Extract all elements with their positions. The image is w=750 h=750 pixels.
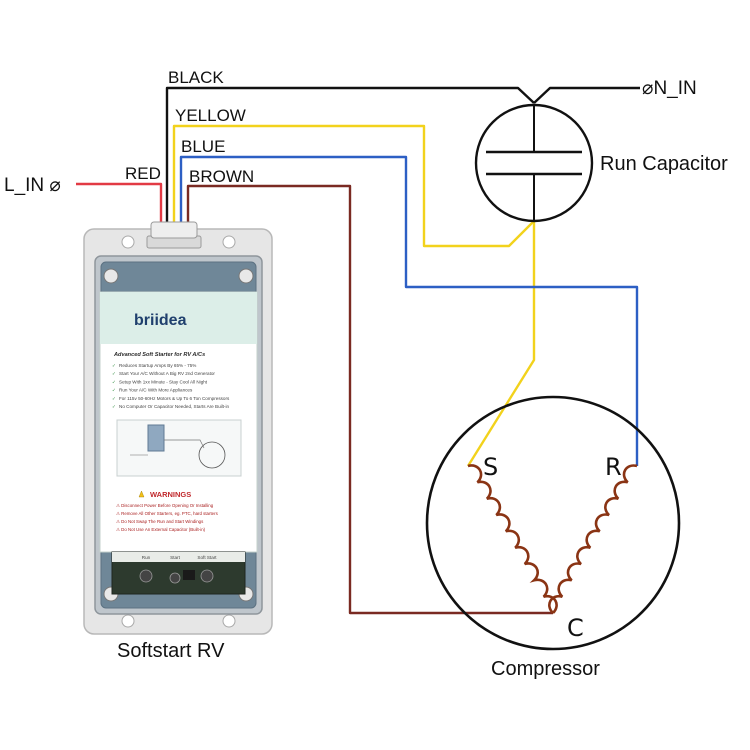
red-wire [76, 182, 163, 230]
device-caption: Softstart RV [117, 640, 225, 662]
blue-wire [179, 155, 639, 466]
mini-compressor-icon [198, 441, 226, 469]
feature-item: Run Your A/C With More Appliances [119, 388, 193, 393]
mount-hole-bl [121, 614, 135, 628]
feature-item: Setup With 1xx Minute - Stay Cool All Ni… [119, 379, 208, 384]
screw-tl [103, 268, 119, 284]
mini-schematic [116, 419, 242, 477]
warnings-title: WARNINGS [150, 490, 191, 499]
s-winding-coil [467, 464, 558, 614]
black-wire-to-n-in [533, 86, 640, 104]
n-in-label: ⌀N_IN [642, 78, 697, 99]
board-label: Start [170, 555, 180, 560]
board-label: Soft Start [197, 555, 217, 560]
board-component [183, 570, 195, 580]
feature-check-icon: ✓ [112, 379, 116, 384]
compressor-terminal-c: C [567, 614, 584, 642]
mount-hole-br [222, 614, 236, 628]
device-title: Advanced Soft Starter for RV A/Cs [113, 352, 205, 358]
feature-item: For 115v 50-60Hz Motors & Up To 6 Ton Co… [119, 396, 230, 401]
yellow-wire-to-s [466, 221, 536, 467]
feature-check-icon: ✓ [112, 388, 116, 393]
yellow-wire [172, 124, 535, 248]
label-header [100, 292, 257, 344]
mini-wires [164, 439, 205, 449]
black-wire-label: BLACK [168, 68, 224, 87]
warning-item: ⚠ Disconnect Power Before Opening Or Ins… [116, 503, 214, 508]
cable-gland-body [150, 221, 198, 239]
feature-list: ✓Reduces Startup Amps By 65% - 75%✓Start… [112, 363, 230, 409]
brown-wire [186, 184, 553, 615]
board-labels: Run Start Soft Start [142, 555, 218, 560]
board-potentiometer-1 [139, 569, 153, 583]
warning-item: ⚠ Do Not Swap The Run and Start Windings [116, 519, 204, 524]
feature-item: Start Your A/C Without A Big RV 2nd Gene… [119, 371, 215, 376]
feature-item: Reduces Startup Amps By 65% - 75% [119, 363, 196, 368]
compressor-outline [425, 395, 681, 651]
board-potentiometer-2 [169, 572, 181, 584]
l-in-label: L_IN ⌀ [4, 175, 61, 196]
warning-icon [138, 490, 145, 498]
wires [76, 86, 640, 615]
warning-item: ⚠ Do Not Use An External Capacitor (Buil… [116, 527, 206, 532]
brown-wire-label: BROWN [189, 167, 254, 186]
compressor-terminal-r: R [605, 453, 622, 481]
yellow-wire-label: YELLOW [175, 106, 246, 125]
red-wire-label: RED [125, 164, 161, 183]
board-potentiometer-3 [200, 569, 214, 583]
feature-check-icon: ✓ [112, 404, 116, 409]
board-label: Run [142, 555, 151, 560]
run-capacitor [474, 103, 594, 223]
board-strip [112, 552, 245, 562]
screw-tr [238, 268, 254, 284]
brand-logo: briidea [134, 312, 187, 329]
black-wire [165, 86, 535, 230]
warning-list: ⚠ Disconnect Power Before Opening Or Ins… [116, 503, 219, 532]
feature-check-icon: ✓ [112, 371, 116, 376]
mount-hole-tr [222, 235, 236, 249]
mini-device-icon [147, 424, 165, 452]
compressor-label: Compressor [491, 658, 600, 680]
feature-check-icon: ✓ [112, 396, 116, 401]
compressor [425, 395, 681, 651]
warning-item: ⚠ Remove All Other Starters, eg. PTC, ha… [116, 511, 219, 516]
run-capacitor-label: Run Capacitor [600, 153, 728, 175]
blue-wire-label: BLUE [181, 137, 225, 156]
compressor-terminal-s: S [483, 453, 498, 481]
mount-hole-tl [121, 235, 135, 249]
feature-item: No Computer Or Capacitor Needed, Starts … [119, 404, 229, 409]
softstart-device: briidea Advanced Soft Starter for RV A/C… [83, 221, 273, 635]
feature-check-icon: ✓ [112, 363, 116, 368]
r-winding-coil [548, 464, 638, 614]
